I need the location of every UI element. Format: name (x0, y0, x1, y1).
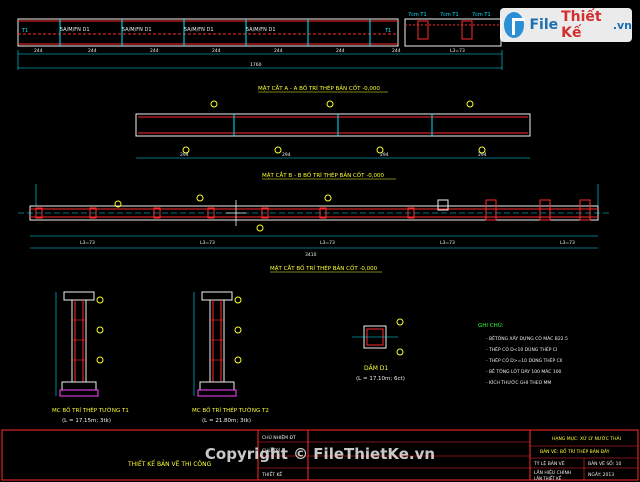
dim-text: L3=73 (560, 240, 575, 246)
note-line: - THÉP CÓ D<10 DÙNG THÉP CI (486, 345, 557, 353)
rebar-label: 5A/M/FN D1 (60, 27, 90, 33)
section-bb (135, 100, 531, 159)
dim-text: L3=73 (80, 240, 95, 246)
dim-text: 244 (274, 48, 283, 54)
section-aa-title: MẶT CẮT A - A BỐ TRÍ THÉP BẢN CỐT -0,000 (258, 84, 380, 92)
dim-text: 244 (392, 48, 401, 54)
role-label: THIẾT KẾ (261, 470, 282, 478)
dim-text: 294 (282, 152, 291, 158)
brand-logo-icon (504, 12, 526, 38)
top-dimension-lines (17, 50, 503, 70)
dim-text: 244 (336, 48, 345, 54)
dim-text: 244 (212, 48, 221, 54)
sheet-number: BẢN VẼ SỐ: 10 (588, 459, 622, 467)
detail-t2-title: MC BỐ TRÍ THÉP TƯỜNG T2 (192, 406, 269, 414)
brand-logo: File Thiết Kế .vn (500, 8, 632, 42)
meta-row: LẦN THIẾT KẾ (534, 475, 562, 481)
dim-total: 3410 (305, 252, 317, 258)
rebar-label: 5A/M/FN D1 (184, 27, 214, 33)
bb-dim-text: 294 294 294 294 (180, 152, 487, 158)
dim-text: 294 (478, 152, 487, 158)
dim-text: 294 (180, 152, 189, 158)
plan-title: MẶT CẮT BỐ TRÍ THÉP BẢN CỐT -0,000 (270, 264, 378, 272)
detail-t1-sub: (L = 17.15m; 3tk) (62, 418, 111, 424)
dim-text: L3=73 (440, 240, 455, 246)
title-block-text: THIẾT KẾ BẢN VẼ THI CÔNG CHỦ NHIỆM ĐT CH… (127, 433, 622, 481)
dim-text: L3=73 (200, 240, 215, 246)
dim-text: 244 (150, 48, 159, 54)
detail-t1-title: MC BỐ TRÍ THÉP TƯỜNG T1 (52, 406, 129, 414)
wall-label: T1 (384, 28, 391, 34)
title-block-main: THIẾT KẾ BẢN VẼ THI CÔNG (127, 460, 212, 468)
copyright-watermark: Copyright © FileThietKe.vn (204, 445, 436, 463)
sheet-date: NGÀY: 2013 (588, 471, 614, 478)
dim-text: L3=73 (320, 240, 335, 246)
grid-label: 7cm T1 (472, 12, 491, 18)
note-line: - BÊ TÔNG LÓT DÀY 100 MÁC 100 (486, 367, 562, 375)
dim-text: L3=73 (450, 48, 465, 54)
role-label: CHỦ TRÌ (262, 446, 280, 454)
rebar-label: 5A/M/FN D1 (122, 27, 152, 33)
detail-t2-sub: (L = 21.80m; 3tk) (202, 418, 251, 424)
top-dim-text: 244 244 244 244 244 244 244 L3=73 1760 (34, 48, 465, 68)
meta-row: LẦN HIỆU CHỈNH (534, 468, 571, 476)
detail-d1-sub: (L = 17.10m; 6ct) (356, 376, 405, 382)
brand-name-a: File (529, 17, 559, 33)
plan-strip (18, 184, 610, 249)
note-line: - BÊTÔNG XÂY DỰNG CÓ MÁC B22.5 (486, 334, 568, 342)
project-name: HẠNG MỤC: XỬ LÝ NƯỚC THẢI (552, 434, 621, 442)
meta-row: TỶ LỆ BẢN VẼ (533, 459, 565, 467)
grid-label: 7cm T1 (440, 12, 459, 18)
grid-label: 7cm T1 (408, 12, 427, 18)
brand-domain: .vn (612, 18, 632, 32)
dim-text: 244 (88, 48, 97, 54)
detail-t1 (55, 291, 104, 397)
title-block-frame (1, 429, 639, 481)
brand-name-b: Thiết Kế (561, 9, 602, 41)
detail-d1-title: DẦM D1 (364, 364, 388, 372)
detail-t2 (193, 291, 242, 397)
wall-label: T1 (21, 28, 28, 34)
notes-panel: GHI CHÚ: - BÊTÔNG XÂY DỰNG CÓ MÁC B22.5 … (478, 322, 568, 386)
role-label: CHỦ NHIỆM ĐT (262, 433, 296, 441)
dim-text: 294 (380, 152, 389, 158)
note-line: - KÍCH THƯỚC GHI THEO MM (486, 379, 551, 386)
rebar-label: 5A/M/FN D1 (246, 27, 276, 33)
detail-d1 (352, 318, 404, 356)
section-bb-title: MẶT CẮT B - B BỐ TRÍ THÉP BẢN CỐT -0,000 (262, 171, 384, 179)
top-rebar-labels: 5A/M/FN D1 5A/M/FN D1 5A/M/FN D1 5A/M/FN… (21, 12, 491, 34)
plan-dim-text: L3=73 L3=73 L3=73 L3=73 L3=73 3410 (80, 240, 575, 258)
note-line: - THÉP CÓ D>=10 DÙNG THÉP CII (486, 356, 562, 364)
drawing-name: BẢN VẼ: BỐ TRÍ THÉP BẢN ĐÁY (540, 447, 610, 455)
dim-text: 244 (34, 48, 43, 54)
dim-total: 1760 (250, 62, 262, 68)
notes-heading: GHI CHÚ: (478, 322, 504, 329)
